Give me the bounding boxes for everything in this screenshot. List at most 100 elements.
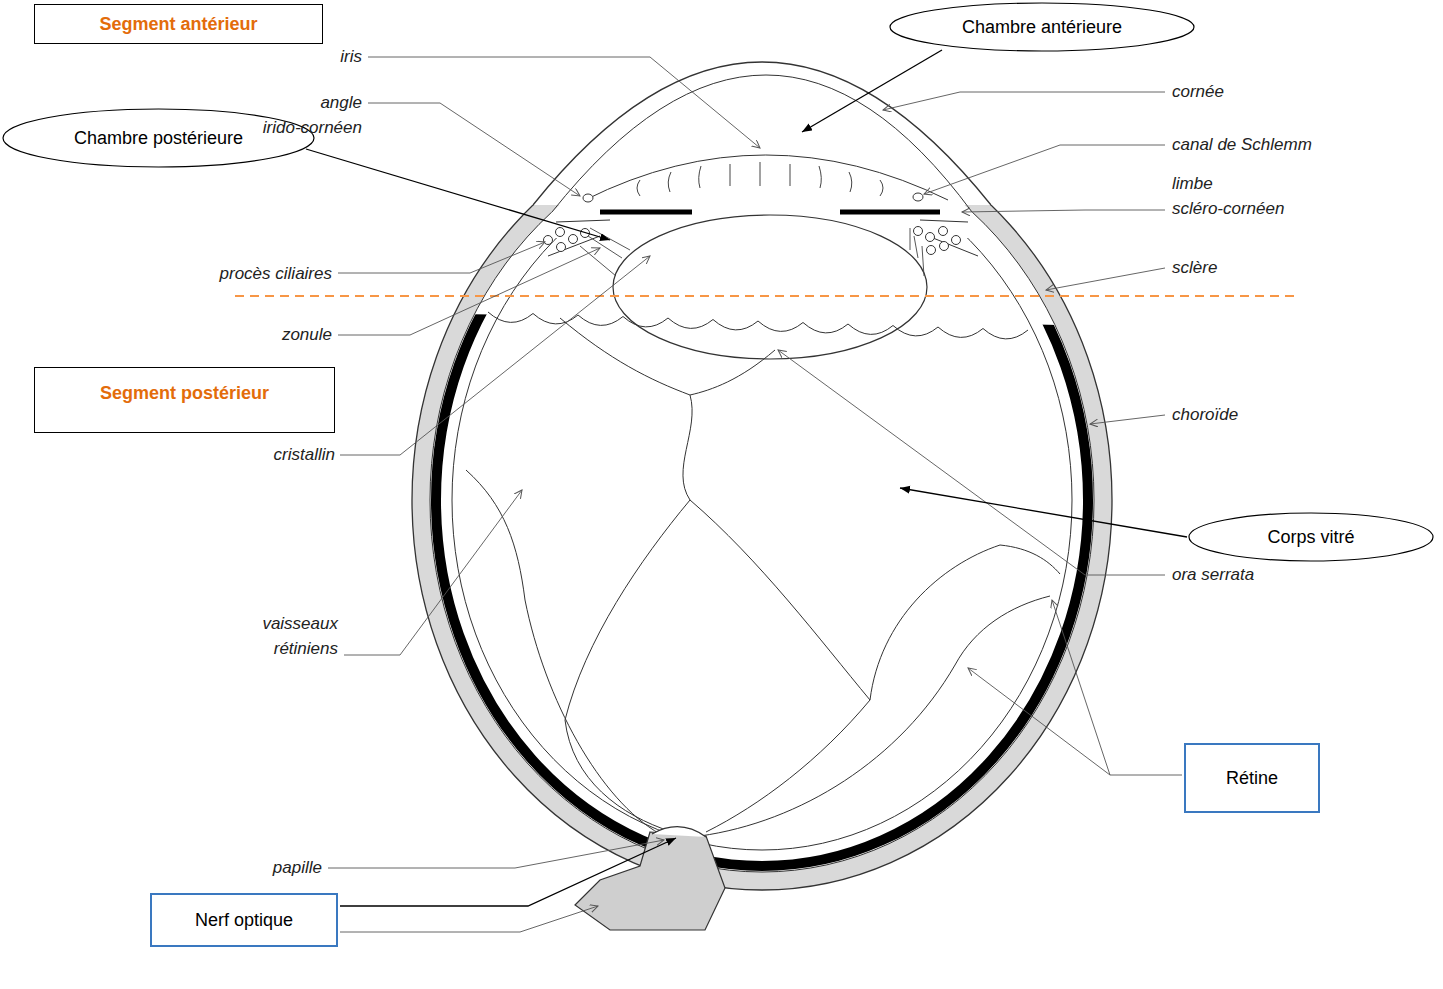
- schlemm-canal: [583, 194, 593, 202]
- part-label: angle irido-cornéen: [237, 90, 362, 140]
- ciliary-processes: [544, 227, 961, 255]
- leader-line: [968, 668, 1182, 775]
- vitreous-fibre: [690, 350, 775, 395]
- iris-pigment: [600, 210, 940, 215]
- ciliary-process: [940, 242, 949, 251]
- leader-line: [1052, 600, 1110, 775]
- structure-name: Rétine: [1226, 767, 1278, 789]
- schlemm-canal: [913, 193, 923, 201]
- part-label: iris: [282, 44, 362, 69]
- leader-line: [338, 242, 545, 273]
- retinal-vessel: [700, 596, 1050, 836]
- structure-box: Nerf optique: [150, 893, 338, 947]
- iris-striations: [637, 162, 883, 196]
- segment-divider: [235, 295, 1295, 297]
- leader-lines: [328, 57, 1182, 932]
- ellipse-shape: [3, 109, 314, 167]
- label-word: cristallin: [274, 445, 335, 464]
- leader-line: [368, 103, 580, 196]
- label-word: de: [1217, 135, 1236, 154]
- pointer-arrow: [900, 488, 1187, 537]
- vitreous-fibre: [870, 545, 1060, 700]
- ellipse-shape: [1189, 513, 1433, 561]
- part-label: procès ciliaires: [172, 261, 332, 286]
- ciliary-process: [556, 228, 565, 237]
- part-label: vaisseaux rétiniens: [243, 611, 338, 661]
- part-label: cornée: [1172, 79, 1292, 104]
- callout-ellipse: Chambre postérieure: [2, 108, 315, 168]
- ciliary-process: [952, 236, 961, 245]
- label-word: angle: [320, 93, 362, 112]
- label-word: rétiniens: [274, 639, 338, 658]
- segment-box: Segment antérieur: [34, 4, 323, 44]
- retinal-vessel: [466, 470, 660, 834]
- structure-name: Nerf optique: [195, 909, 293, 931]
- structure-box: Rétine: [1184, 743, 1320, 813]
- label-word: choroïde: [1172, 405, 1238, 424]
- leader-line: [883, 92, 1165, 110]
- optic-nerve: [575, 832, 725, 930]
- leader-line: [924, 145, 1165, 194]
- label-word: irido-cornéen: [263, 118, 362, 137]
- ciliary-process: [544, 236, 553, 245]
- leader-line: [962, 210, 1165, 212]
- label-word: zonule: [282, 325, 332, 344]
- optic-disc: [652, 827, 706, 837]
- part-label: limbe scléro-cornéen: [1172, 171, 1312, 221]
- leader-line: [328, 840, 664, 868]
- leader-line: [340, 256, 650, 455]
- label-word: scléro-cornéen: [1172, 199, 1284, 218]
- iris-surface: [585, 155, 948, 200]
- sclera-inner-line: [430, 212, 1094, 872]
- leader-line: [778, 350, 1165, 575]
- label-word: canal: [1172, 135, 1213, 154]
- lens: [613, 215, 927, 359]
- part-label: zonule: [242, 322, 332, 347]
- pointer-arrow: [340, 838, 676, 906]
- part-label: papille: [232, 855, 322, 880]
- leader-line: [368, 57, 760, 148]
- ciliary-process: [569, 235, 578, 244]
- label-word: papille: [273, 858, 322, 877]
- pointer-arrow: [306, 149, 610, 240]
- segment-box: Segment postérieur: [34, 367, 335, 433]
- ciliary-process: [926, 233, 935, 242]
- label-word: cornée: [1172, 82, 1224, 101]
- cornea-outer: [533, 62, 991, 205]
- choroid-band: [436, 134, 1088, 866]
- label-word: ciliaires: [275, 264, 332, 283]
- part-label: choroïde: [1172, 402, 1292, 427]
- ciliary-process: [927, 246, 936, 255]
- label-word: Schlemm: [1241, 135, 1312, 154]
- segment-title: Segment antérieur: [99, 13, 257, 35]
- ciliary-process: [939, 227, 948, 236]
- sclera-band: [421, 205, 1103, 881]
- part-label: ora serrata: [1172, 562, 1322, 587]
- leader-line: [344, 490, 522, 655]
- vitreous-fibre: [560, 318, 870, 700]
- label-word: limbe: [1172, 174, 1213, 193]
- callout-text: Chambre antérieure: [962, 16, 1122, 38]
- ciliary-process: [557, 243, 566, 252]
- callout-text: Chambre postérieure: [74, 127, 243, 149]
- retina-line: [452, 150, 1072, 850]
- part-label: sclère: [1172, 255, 1292, 280]
- callout-ellipse: Chambre antérieure: [889, 2, 1195, 52]
- sclera-outer-line: [412, 205, 1112, 890]
- ciliary-process: [914, 227, 923, 236]
- pointer-arrows: [306, 50, 1187, 906]
- label-word: ora: [1172, 565, 1197, 584]
- vitreous-fibre: [706, 700, 870, 832]
- leader-line: [1090, 415, 1165, 424]
- vitreous-fibre: [565, 500, 690, 832]
- leader-line: [338, 248, 600, 335]
- ellipse-shape: [890, 3, 1194, 51]
- label-word: vaisseaux: [262, 614, 338, 633]
- part-label: canal de Schlemm: [1172, 132, 1372, 157]
- part-label: cristallin: [225, 442, 335, 467]
- label-word: procès: [220, 264, 271, 283]
- leader-line: [340, 906, 598, 932]
- zonule-fibres: [580, 228, 924, 276]
- segment-title: Segment postérieur: [100, 382, 269, 404]
